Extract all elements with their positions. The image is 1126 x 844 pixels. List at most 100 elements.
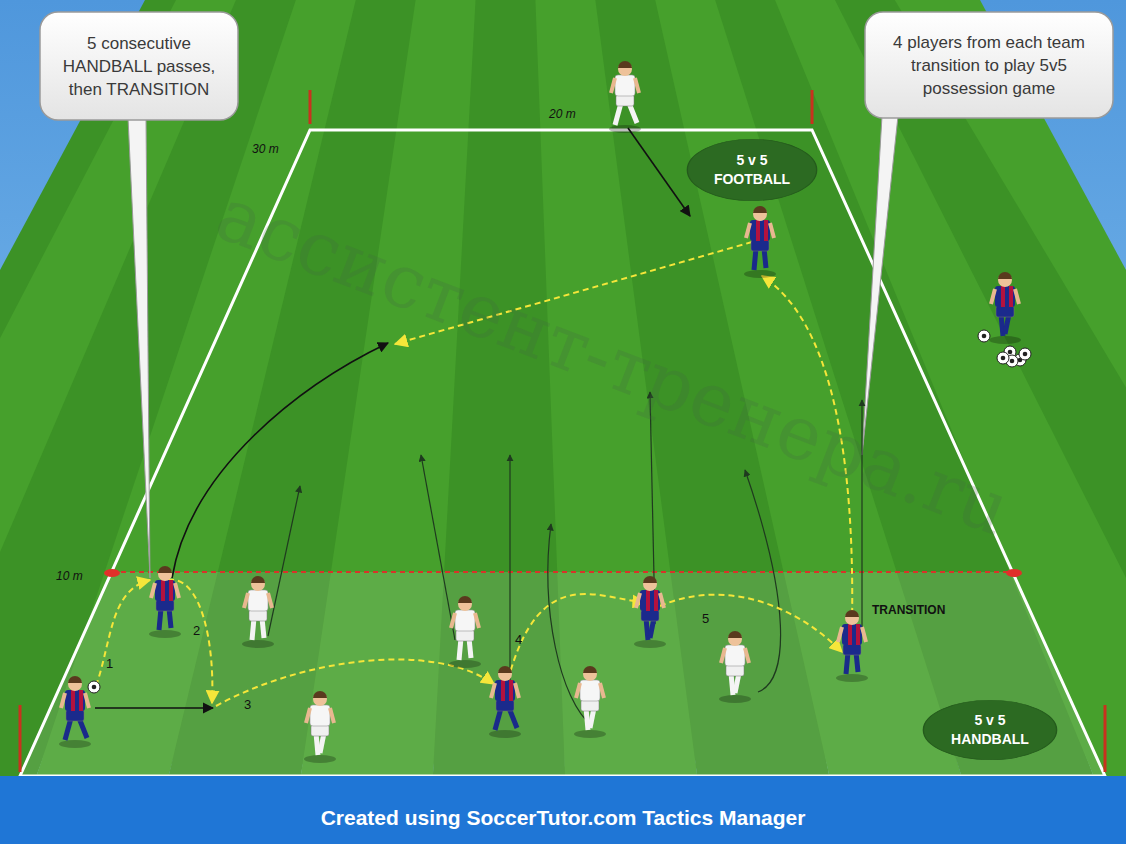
- arm: [721, 648, 725, 663]
- white-player: [719, 631, 751, 703]
- head: [458, 597, 472, 611]
- shirt: [310, 705, 330, 726]
- pass-number: 5: [702, 611, 709, 626]
- blue-player: [59, 676, 91, 748]
- ball-patch: [982, 334, 987, 339]
- head: [68, 677, 82, 691]
- ball-patch: [1001, 356, 1006, 361]
- arm: [838, 627, 842, 642]
- arm: [175, 583, 179, 598]
- callout-text: 4 players from each team transition to p…: [877, 31, 1101, 100]
- hair: [583, 666, 597, 673]
- players: [59, 61, 1031, 763]
- ellipse-shape: [686, 138, 818, 202]
- shorts: [66, 710, 84, 721]
- ball: [978, 330, 990, 342]
- shorts: [751, 240, 769, 251]
- hair: [68, 676, 82, 683]
- shadow: [449, 660, 481, 668]
- white-player: [574, 666, 606, 738]
- leg: [731, 673, 733, 695]
- ball-patch: [1008, 350, 1013, 355]
- shirt: [725, 645, 745, 666]
- shirt-stripe: [848, 624, 852, 645]
- hair: [498, 666, 512, 673]
- shirt-stripe: [501, 680, 505, 701]
- leg: [252, 618, 254, 640]
- blue-player: [836, 610, 868, 682]
- shadow: [989, 336, 1021, 344]
- arm: [746, 223, 750, 238]
- head: [643, 577, 657, 591]
- shorts: [156, 600, 174, 611]
- head: [251, 577, 265, 591]
- hair: [845, 610, 859, 617]
- white-player: [304, 691, 336, 763]
- zone-ellipse: 5 v 5 FOOTBALL: [686, 138, 818, 202]
- head: [728, 632, 742, 646]
- shadow: [149, 630, 181, 638]
- arm: [451, 613, 455, 628]
- leg: [646, 618, 648, 640]
- arm: [770, 223, 774, 238]
- head: [998, 273, 1012, 287]
- footer-caption: Created using SoccerTutor.com Tactics Ma…: [0, 806, 1126, 830]
- arm: [862, 627, 866, 642]
- callout-bubbles: [40, 12, 1113, 578]
- arm: [475, 613, 479, 628]
- shorts: [726, 665, 744, 676]
- white-player: [242, 576, 274, 648]
- arm: [85, 693, 89, 708]
- shorts: [616, 95, 634, 106]
- arm: [636, 593, 640, 608]
- ball-patch: [1010, 359, 1015, 364]
- hair: [251, 576, 265, 583]
- shirt: [248, 590, 268, 611]
- shirt-stripe: [646, 590, 650, 611]
- cone: [1006, 569, 1022, 577]
- hair: [998, 272, 1012, 279]
- ball: [88, 681, 100, 693]
- pitch-lines: [20, 130, 1105, 776]
- shirt: [640, 590, 660, 611]
- shirt-stripe: [169, 580, 173, 601]
- leg: [316, 733, 318, 755]
- zone-label: 5 v 5 FOOTBALL: [709, 151, 795, 189]
- shorts: [249, 610, 267, 621]
- callout-bubble: 4 players from each team transition to p…: [865, 12, 1113, 118]
- blue-player: [744, 206, 776, 278]
- ball: [1019, 348, 1031, 360]
- dimension: 10 m: [56, 569, 83, 583]
- shirt-stripe: [509, 680, 513, 701]
- dimension: 20 m: [549, 107, 576, 121]
- shorts: [996, 306, 1014, 317]
- shorts: [496, 700, 514, 711]
- shorts: [581, 700, 599, 711]
- head: [498, 667, 512, 681]
- head: [313, 692, 327, 706]
- arm: [515, 683, 519, 698]
- leg: [495, 708, 501, 730]
- cone: [104, 569, 120, 577]
- leg: [754, 248, 756, 270]
- shadow: [489, 730, 521, 738]
- leg: [159, 608, 161, 630]
- head: [583, 667, 597, 681]
- ball-patch: [1023, 352, 1028, 357]
- zone-ellipse: 5 v 5 HANDBALL: [922, 699, 1058, 761]
- shirt: [155, 580, 175, 601]
- head: [845, 611, 859, 625]
- ellipse-fill: [923, 700, 1056, 760]
- shirt-stripe: [71, 690, 75, 711]
- blue-player: [634, 576, 666, 648]
- movement-arrows: [95, 128, 862, 726]
- white-player: [449, 596, 481, 668]
- arm: [576, 683, 580, 698]
- ball: [997, 352, 1009, 364]
- corner-posts: [20, 90, 1105, 772]
- shadow: [836, 674, 868, 682]
- arm: [1015, 289, 1019, 304]
- hair: [313, 691, 327, 698]
- shirt-stripe: [654, 590, 658, 611]
- arm: [151, 583, 155, 598]
